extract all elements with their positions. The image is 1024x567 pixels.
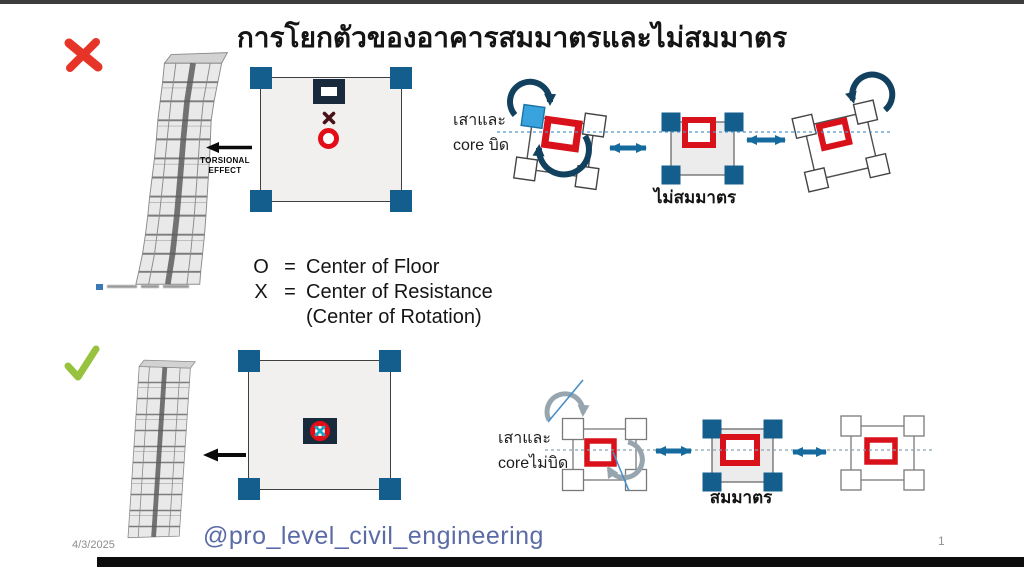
symmetric-rotation-diagram [544,379,932,492]
asymmetric-rotation-diagram [497,71,896,193]
column-square [238,350,260,372]
rotation-arrow-inner-icon [532,134,592,178]
caption-logo-dot [96,283,103,290]
center-of-floor-o-marker [318,128,339,149]
rotation-arrow-cw-icon [507,78,557,117]
no-rotation-arrow-icon [544,391,590,422]
straight-building-image [127,359,196,539]
column-square [250,67,272,89]
page-title: การโยกตัวของอาคารสมมาตรและไม่สมมาตร [236,22,788,53]
no-rotation-arrow-inner-icon [606,439,645,481]
center-of-resistance-x-marker [322,111,336,125]
column-square [390,67,412,89]
core-wall [313,79,345,104]
core-wall [540,115,583,153]
wrong-cross-icon [64,38,103,72]
plan-no-rotation [561,417,648,492]
correct-check-icon [64,345,100,381]
bottom-edge-bar [97,557,1024,567]
column-square [238,478,260,500]
core-wall [584,438,617,467]
core-wall-centered [303,418,337,444]
strike-slash-icon [612,451,630,492]
building-caption-blur [96,278,211,290]
legend-row: X = Center of Resistance [254,281,493,303]
core-wall [815,116,853,152]
highlighted-column-square [520,103,546,130]
label-core-twist: เสาและ core บิด [453,112,510,154]
torsional-effect-label: TORSIONAL EFFECT [200,156,250,175]
building-pointer-arrow-icon [203,448,246,462]
center-of-resistance-x-marker [314,425,326,437]
caption-symmetric: สมมาตร [709,488,773,507]
plan-symmetric [238,350,401,500]
top-edge-bar [0,0,1024,4]
core-wall [864,437,898,465]
strike-slash-icon [547,379,584,423]
plan-asymmetric [250,67,412,212]
watermark-handle: @pro_level_civil_engineering [203,522,544,550]
torsion-arrow-icon [206,142,252,153]
plan-rotated-ccw [791,99,891,193]
plan-no-rotation-right [840,415,925,491]
legend-row: O = Center of Floor [253,256,440,278]
plan-symmetric-small [702,419,783,492]
column-square [390,190,412,212]
column-square [379,478,401,500]
page-number: 1 [938,534,945,548]
label-core-no-twist: เสาและ coreไม่บิด [498,430,569,472]
column-square [250,190,272,212]
legend: O = Center of Floor X = Center of Resist… [248,255,493,330]
plan-asymmetric-small [661,112,744,185]
rotation-arrow-ccw-icon [845,71,896,113]
caption-asymmetric: ไม่สมมาตร [653,188,737,207]
slide-date: 4/3/2025 [72,539,115,551]
twisted-building-image [135,52,229,285]
legend-row: (Center of Rotation) [306,306,482,328]
column-square [379,350,401,372]
